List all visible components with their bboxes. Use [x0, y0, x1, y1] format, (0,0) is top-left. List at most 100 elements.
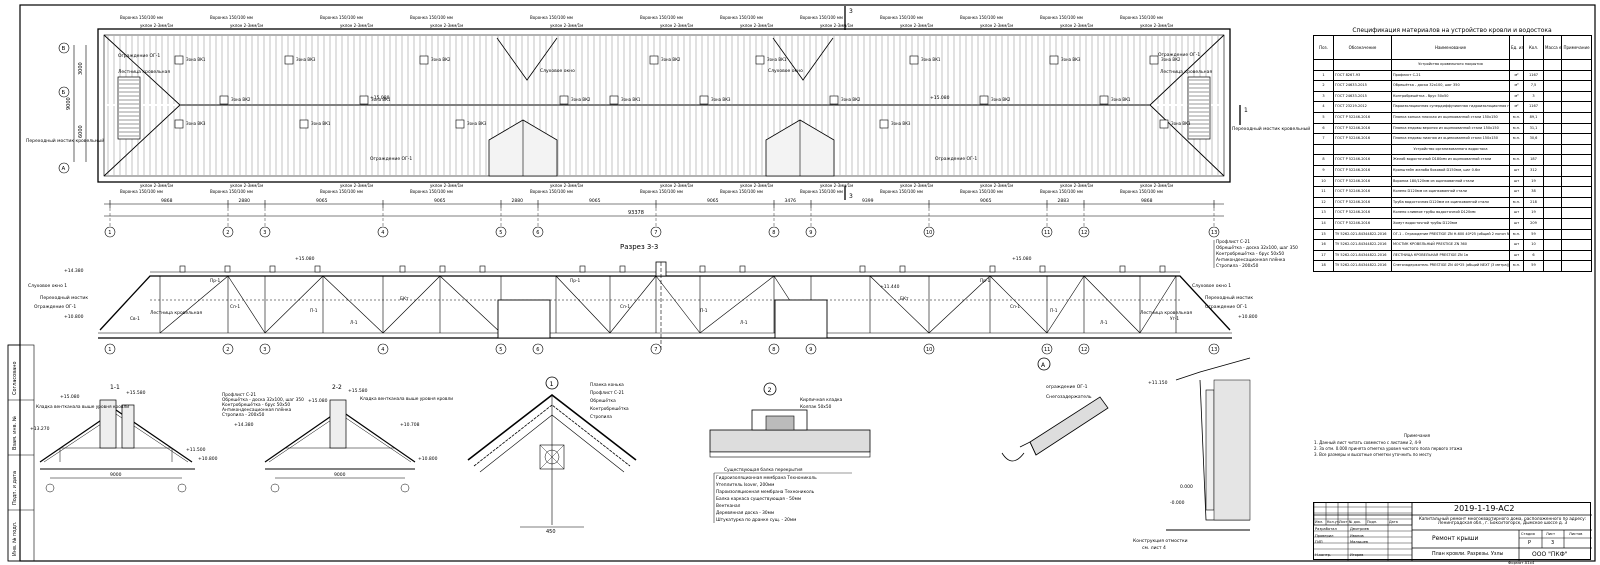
slope-label-bottom: уклон 2-3мм/1м — [1060, 183, 1093, 188]
sec22-elev-b: +15.080 — [308, 398, 328, 404]
section33-axis-label: 12 — [1081, 347, 1087, 353]
spec-cell: шт — [1509, 207, 1524, 219]
spec-cell: 19 — [1523, 207, 1544, 219]
slope-label-bottom: уклон 2-3мм/1м — [430, 183, 463, 188]
plan-outline — [97, 28, 1231, 183]
plan-axis-label: 11 — [1044, 230, 1050, 236]
spec-cell — [1543, 143, 1562, 156]
spec-cell — [1543, 239, 1562, 251]
spec-cell: 15 — [1313, 228, 1334, 241]
spec-cell: Колено сливное трубы водосточной D120мм — [1391, 207, 1510, 219]
zone-label: Зона ВК3 — [891, 121, 911, 126]
s33-elev-left: +14.380 — [64, 268, 84, 274]
section33-axis-label: 11 — [1044, 347, 1050, 353]
slope-label-bottom: уклон 2-3мм/1м — [660, 183, 693, 188]
spec-cell: 11 — [1313, 186, 1334, 198]
tb-project: Капитальный ремонт многоквартирного дома… — [1418, 516, 1587, 526]
spec-cell: 2 — [1313, 80, 1334, 92]
tb-format: Формат А1х4 — [1508, 560, 1535, 565]
tb-person: Иванов — [1350, 533, 1364, 538]
section33-member-label: Уг-1 — [1170, 316, 1179, 322]
spec-cell: 1167 — [1523, 69, 1544, 82]
spec-cell: Желоб водосточный D180мм из оцинкованной… — [1391, 154, 1510, 166]
section33-member-label: Сп-1 — [1010, 304, 1020, 310]
funnel-label: Воронка 150/100 мм — [1040, 15, 1083, 20]
section33-axis-label: 6 — [536, 347, 539, 353]
spec-cell: 59 — [1523, 228, 1544, 241]
svg-text:1: 1 — [1244, 107, 1248, 114]
sec11-elev-a: +15.580 — [126, 390, 146, 396]
plan-label-fence: Ограждение ОГ-1 — [118, 53, 160, 59]
section-1-1: 1-1 +15.580 +15.080 +11.500 +10.800 +13.… — [30, 384, 218, 493]
s33-elev-mid: +11.440 — [880, 284, 900, 290]
vent-chimney — [419, 55, 429, 65]
plan-axis-label: 13 — [1211, 230, 1217, 236]
spec-cell — [1561, 239, 1592, 251]
spec-cell — [1561, 164, 1592, 177]
section-marker-1: 1 — [1239, 105, 1248, 125]
vent-chimney — [455, 119, 465, 129]
zone-label: Зона ВК3 — [1171, 121, 1191, 126]
spec-cell — [1561, 90, 1592, 103]
dormer-bottom-1 — [488, 119, 558, 177]
funnel-label-bottom: Воронка 150/100 мм — [210, 189, 253, 194]
plan-axis-label: 4 — [381, 230, 384, 236]
spec-cell — [1561, 122, 1592, 135]
zone-label: Зона ВК2 — [991, 97, 1011, 102]
node-2: 2 Кирпичная кладка Колпак 50х50 Существу… — [709, 382, 871, 523]
plan-elev: +15.080 — [370, 95, 390, 101]
node2-label-4: Утеплитель Isover, 200мм — [716, 482, 774, 488]
spec-cell: Труба водосточная D120мм из оцинкованной… — [1391, 196, 1510, 209]
tb-sheet-label: Лист — [1546, 532, 1556, 536]
plan-elev-2: +15.080 — [930, 95, 950, 101]
plan-row-axis-2: А — [62, 166, 66, 172]
spec-cell: 3 — [1313, 90, 1334, 103]
hip-right — [1149, 34, 1225, 177]
node2-label-7: Вентканал — [716, 503, 741, 509]
spec-cell — [1509, 59, 1524, 71]
spec-cell: Планка ендовы нижняя из оцинкованной ста… — [1391, 133, 1510, 145]
section-2-2: 2-2 +15.580 +15.080 +14.380 +10.708 +10.… — [222, 384, 453, 493]
section33-member-label: БКт — [900, 296, 909, 302]
zone-label: Зона ВК1 — [921, 57, 941, 62]
spec-cell: 89,1 — [1523, 111, 1544, 124]
vent-chimney — [649, 55, 659, 65]
tb-header-cell: № док. — [1349, 520, 1362, 524]
s33-elev-top: +15.080 — [295, 256, 315, 262]
section33-axis-label: 3 — [263, 347, 266, 353]
spec-cell: 10 — [1313, 175, 1334, 188]
span-dim: 3476 — [785, 198, 797, 204]
vent-chimney — [909, 55, 919, 65]
funnel-label-bottom: Воронка 150/100 мм — [320, 189, 363, 194]
plan-axis-label: 7 — [654, 230, 657, 236]
zone-label: Зона ВК2 — [431, 57, 451, 62]
tb-person: Дмитриев — [1350, 527, 1369, 531]
vent-chimney — [829, 95, 839, 105]
spec-cell: 187 — [1523, 154, 1544, 166]
slope-label-bottom: уклон 2-3мм/1м — [1140, 183, 1173, 188]
plan-dim-left-2: 6000 — [78, 125, 84, 138]
plan-axis-label: 9 — [809, 230, 812, 236]
spec-cell — [1561, 186, 1592, 198]
slope-label-bottom: уклон 2-3мм/1м — [820, 183, 853, 188]
zone-label: Зона ВК1 — [311, 121, 331, 126]
section33-dormer-1 — [497, 299, 551, 339]
spec-cell — [1543, 186, 1562, 198]
spec-cell: 7 — [1313, 133, 1334, 145]
drain-elev-a: +11.150 — [1148, 380, 1168, 386]
spec-cell: 14 — [1313, 217, 1334, 230]
slope-label: уклон 2-3мм/1м — [430, 23, 463, 28]
vent-chimney — [1159, 119, 1169, 129]
node1-label-3: Контробрешётка — [590, 406, 629, 412]
sec22-note-3: Антиконденсационная плёнка — [222, 407, 292, 413]
tb-code: 2019-1-19-АС2 — [1454, 504, 1515, 513]
s33-note-2: Контробрешётка - брус 50х50 — [1216, 251, 1284, 257]
tb-header-cell: Изм. — [1315, 520, 1323, 524]
funnel-label: Воронка 150/100 мм — [640, 15, 683, 20]
spec-cell: Снегозадержатель PRESTIGE ZN 40*25 (общи… — [1391, 260, 1510, 272]
